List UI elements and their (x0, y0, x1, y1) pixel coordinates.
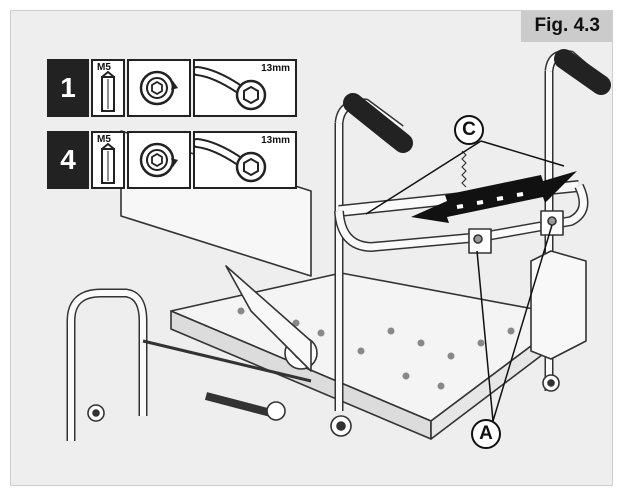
figure-panel: Fig. 4.3 1 M5 13mm (10, 10, 613, 486)
adjustment-arrow-icon (411, 171, 577, 223)
tool-row-step-1: 1 M5 13mm (47, 59, 297, 117)
tool-row-step-4: 4 M5 13mm (47, 131, 297, 189)
chair-seat-frame-drawing (66, 49, 611, 441)
hex-bit-icon (101, 142, 115, 184)
rotation-box (127, 59, 191, 117)
wrench-size-label: 13mm (261, 135, 290, 146)
hex-bit-box: M5 (91, 59, 125, 117)
hex-bit-icon (101, 70, 115, 112)
bit-size-label: M5 (97, 134, 111, 145)
ring-wrench-icon (192, 66, 267, 111)
rotation-box (127, 131, 191, 189)
wrench-box: 13mm (192, 59, 297, 117)
rotate-icon (139, 142, 178, 178)
callout-c: C (454, 115, 484, 145)
figure-label: Fig. 4.3 (520, 11, 612, 42)
step-number: 4 (47, 131, 89, 189)
rotate-icon (139, 70, 178, 106)
wrench-box: 13mm (192, 131, 297, 189)
wrench-size-label: 13mm (261, 63, 290, 74)
hex-bit-box: M5 (91, 131, 125, 189)
ring-wrench-icon (192, 138, 267, 183)
step-number: 1 (47, 59, 89, 117)
callout-a: A (471, 419, 501, 449)
bit-size-label: M5 (97, 62, 111, 73)
